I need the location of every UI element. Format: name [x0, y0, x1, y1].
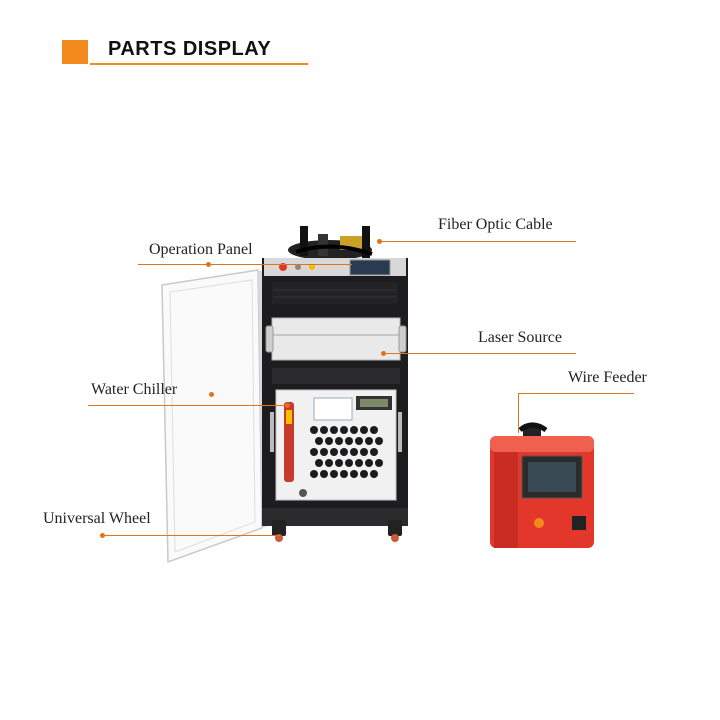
vent-hole [350, 448, 358, 456]
fiber-optic-cable [288, 226, 373, 260]
wire-feeder [490, 422, 594, 548]
vent-hole [330, 426, 338, 434]
vent-hole [340, 470, 348, 478]
vent-hole [375, 459, 383, 467]
vent-hole [330, 448, 338, 456]
vent-hole [365, 437, 373, 445]
leader-dot-universal-wheel [100, 533, 105, 538]
main-cabinet [262, 258, 408, 542]
vent-hole [360, 470, 368, 478]
leader-laser-source [384, 353, 576, 354]
leader-fiber-optic-cable [380, 241, 576, 242]
vent-hole [375, 437, 383, 445]
vent-hole [360, 426, 368, 434]
vent-hole [355, 459, 363, 467]
vent-hole [325, 437, 333, 445]
leader-wire-feeder-vertical [518, 393, 519, 433]
vent-hole [345, 437, 353, 445]
label-operation-panel: Operation Panel [149, 241, 253, 258]
leader-universal-wheel [100, 535, 280, 536]
vent-hole [345, 459, 353, 467]
vent-hole [320, 426, 328, 434]
chiller-vent-grid [310, 426, 383, 478]
vent-hole [310, 426, 318, 434]
vent-hole [330, 470, 338, 478]
vent-hole [310, 470, 318, 478]
leader-dot-fiber-optic-cable [377, 239, 382, 244]
vent-hole [335, 437, 343, 445]
vent-hole [360, 448, 368, 456]
vent-hole [365, 459, 373, 467]
label-water-chiller: Water Chiller [91, 381, 178, 398]
vent-hole [350, 426, 358, 434]
vent-hole [355, 437, 363, 445]
vent-hole [315, 459, 323, 467]
leader-water-chiller [88, 405, 288, 406]
vent-hole [320, 448, 328, 456]
vent-hole [340, 426, 348, 434]
vent-hole [370, 448, 378, 456]
leader-wire-feeder [518, 393, 634, 394]
leader-dot-laser-source [381, 351, 386, 356]
label-laser-source: Laser Source [478, 329, 562, 346]
vent-hole [335, 459, 343, 467]
leader-dot-operation-panel [206, 262, 211, 267]
vent-hole [310, 448, 318, 456]
cabinet-door [161, 269, 268, 564]
leader-dot-water-chiller [209, 392, 214, 397]
label-fiber-optic-cable: Fiber Optic Cable [438, 216, 553, 233]
leader-operation-panel [138, 264, 352, 265]
vent-hole [370, 426, 378, 434]
page-title: PARTS DISPLAY [108, 38, 272, 60]
vent-hole [340, 448, 348, 456]
label-universal-wheel: Universal Wheel [43, 510, 151, 527]
header-accent-square [62, 40, 88, 64]
label-wire-feeder: Wire Feeder [568, 369, 647, 386]
vent-hole [350, 470, 358, 478]
vent-hole [315, 437, 323, 445]
vent-hole [325, 459, 333, 467]
vent-hole [370, 470, 378, 478]
leader-dot-water-chiller-end [285, 403, 290, 408]
vent-hole [320, 470, 328, 478]
header-underline [90, 63, 308, 65]
